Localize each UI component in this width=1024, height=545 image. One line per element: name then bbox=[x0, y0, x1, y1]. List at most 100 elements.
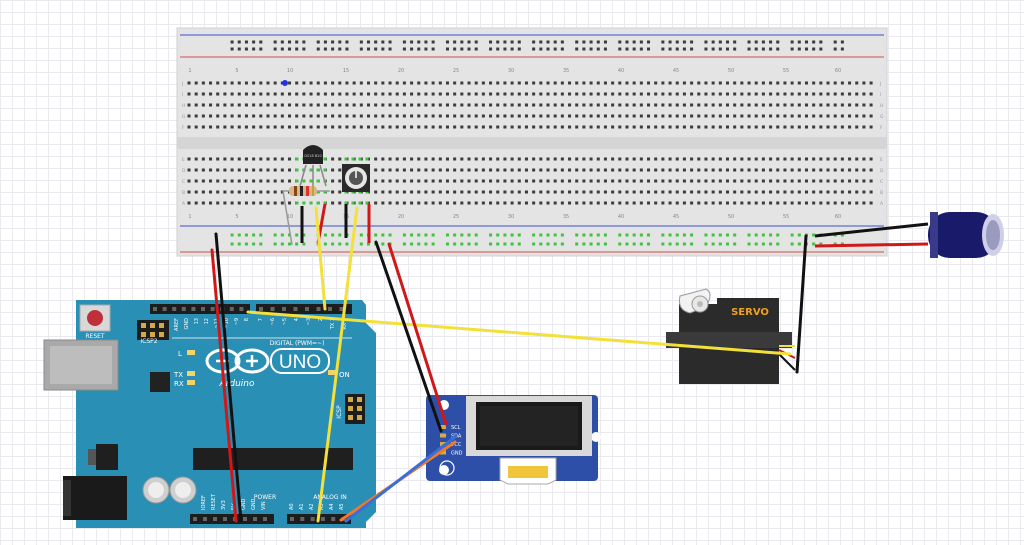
digital-pin-label: TX 1 bbox=[330, 318, 336, 330]
row-letter: C bbox=[182, 179, 185, 185]
breadboard: 1155101015152020252530303535404045455050… bbox=[176, 27, 888, 257]
analog-pin-label: A1 bbox=[299, 503, 305, 510]
column-number: 5 bbox=[235, 214, 238, 220]
power-label: POWER bbox=[254, 494, 276, 501]
column-number: 25 bbox=[453, 214, 459, 220]
digital-pin-label: 4 bbox=[294, 318, 300, 321]
rx-label: RX bbox=[174, 380, 184, 388]
row-letter: B bbox=[880, 190, 883, 196]
atmega-chip bbox=[193, 448, 353, 470]
column-number: 5 bbox=[235, 68, 238, 74]
row-letter: I bbox=[880, 92, 881, 98]
power-pin-label: RESET bbox=[211, 493, 217, 510]
digital-pin-label: 12 bbox=[204, 318, 210, 324]
oled-pin-label: SCL bbox=[451, 425, 461, 431]
row-letter: E bbox=[182, 157, 185, 163]
oled-display-module: SCL SDA VCC GND bbox=[426, 395, 601, 485]
row-letter: J bbox=[181, 81, 183, 87]
row-letter: C bbox=[880, 179, 883, 185]
column-number: 25 bbox=[453, 68, 459, 74]
column-number: 60 bbox=[835, 214, 841, 220]
column-number: 35 bbox=[563, 68, 569, 74]
power-pin-label: IOREF bbox=[201, 495, 207, 510]
row-letter: G bbox=[880, 114, 884, 120]
oled-pin-label: GND bbox=[451, 451, 463, 457]
analog-pin-label: A0 bbox=[289, 503, 295, 510]
analog-label: ANALOG IN bbox=[313, 494, 346, 501]
power-pin-label: 3V3 bbox=[221, 500, 227, 510]
icsp2-header bbox=[137, 320, 169, 340]
digital-pin-label: ~10 bbox=[224, 318, 230, 329]
column-number: 10 bbox=[287, 68, 293, 74]
servo-label: SERVO bbox=[731, 307, 769, 318]
digital-header bbox=[150, 304, 352, 314]
column-number: 15 bbox=[343, 68, 349, 74]
digital-pin-label: 7 bbox=[258, 318, 264, 321]
row-letter: G bbox=[182, 114, 186, 120]
wires bbox=[210, 206, 808, 523]
icsp-header bbox=[345, 394, 365, 424]
oled-pin-label: SDA bbox=[451, 434, 462, 440]
digital-pin-label: RX 0 bbox=[342, 318, 348, 330]
uno-label: UNO bbox=[279, 352, 321, 373]
digital-pin-label: ~3 bbox=[306, 318, 312, 325]
row-letter: A bbox=[182, 201, 186, 207]
row-letter: D bbox=[880, 168, 884, 174]
column-number: 40 bbox=[618, 68, 624, 74]
oled-pin-label: VCC bbox=[451, 442, 462, 448]
analog-pin-label: A2 bbox=[309, 503, 315, 510]
row-letter: A bbox=[880, 201, 884, 207]
digital-label: DIGITAL (PWM=~) bbox=[270, 340, 325, 347]
row-letter: I bbox=[182, 92, 183, 98]
digital-pin-label: 2 bbox=[318, 318, 324, 321]
column-number: 45 bbox=[673, 68, 679, 74]
column-number: 55 bbox=[783, 68, 789, 74]
digital-pin-label: 13 bbox=[194, 318, 200, 324]
icsp2-label: ICSP2 bbox=[140, 338, 157, 345]
digital-pin-label: ~9 bbox=[234, 318, 240, 325]
row-letter: B bbox=[182, 190, 185, 196]
column-number: 40 bbox=[618, 214, 624, 220]
potentiometer[interactable] bbox=[342, 164, 370, 192]
column-number: 20 bbox=[398, 214, 404, 220]
column-number: 35 bbox=[563, 214, 569, 220]
reset-button[interactable] bbox=[79, 304, 111, 332]
digital-pin-label: ~6 bbox=[270, 318, 276, 325]
brand-label: Arduino bbox=[219, 379, 255, 389]
column-number: 30 bbox=[508, 214, 514, 220]
column-number: 45 bbox=[673, 214, 679, 220]
row-letter: E bbox=[880, 157, 883, 163]
digital-pin-label: AREF bbox=[174, 318, 180, 331]
column-number: 50 bbox=[728, 68, 734, 74]
analog-pin-label: A3 bbox=[319, 503, 325, 510]
row-letter: F bbox=[182, 125, 185, 131]
column-number: 1 bbox=[188, 68, 191, 74]
column-number: 60 bbox=[835, 68, 841, 74]
power-pin-label: GND bbox=[241, 498, 247, 510]
power-pin-label: VIN bbox=[261, 501, 267, 510]
column-number: 50 bbox=[728, 214, 734, 220]
column-number: 1 bbox=[188, 214, 191, 220]
row-letter: D bbox=[182, 168, 186, 174]
arduino-uno-board: RESET ICSP2 L TX RX ON UNO Arduino DIGIT… bbox=[43, 300, 376, 528]
digital-pin-label: GND bbox=[184, 318, 190, 330]
icsp-label: ICSP bbox=[336, 405, 343, 419]
resistor[interactable] bbox=[282, 186, 330, 246]
analog-pin-label: A4 bbox=[329, 503, 335, 510]
digital-pin-label: ~5 bbox=[282, 318, 288, 325]
reset-label: RESET bbox=[85, 333, 105, 340]
row-letter: H bbox=[880, 103, 883, 109]
row-letter: H bbox=[182, 103, 185, 109]
column-number: 30 bbox=[508, 68, 514, 74]
servo-motor[interactable]: SERVO bbox=[666, 288, 796, 384]
temperature-sensor[interactable]: DS18 B20 bbox=[299, 145, 327, 187]
column-number: 20 bbox=[398, 68, 404, 74]
dc-jack[interactable] bbox=[63, 476, 127, 520]
on-label: ON bbox=[339, 371, 350, 379]
electrolytic-capacitor[interactable] bbox=[814, 212, 1004, 258]
row-letter: F bbox=[880, 125, 883, 131]
sensor-label: DS18 B20 bbox=[304, 154, 321, 158]
analog-pin-label: A5 bbox=[339, 503, 345, 510]
tx-label: TX bbox=[173, 371, 183, 379]
